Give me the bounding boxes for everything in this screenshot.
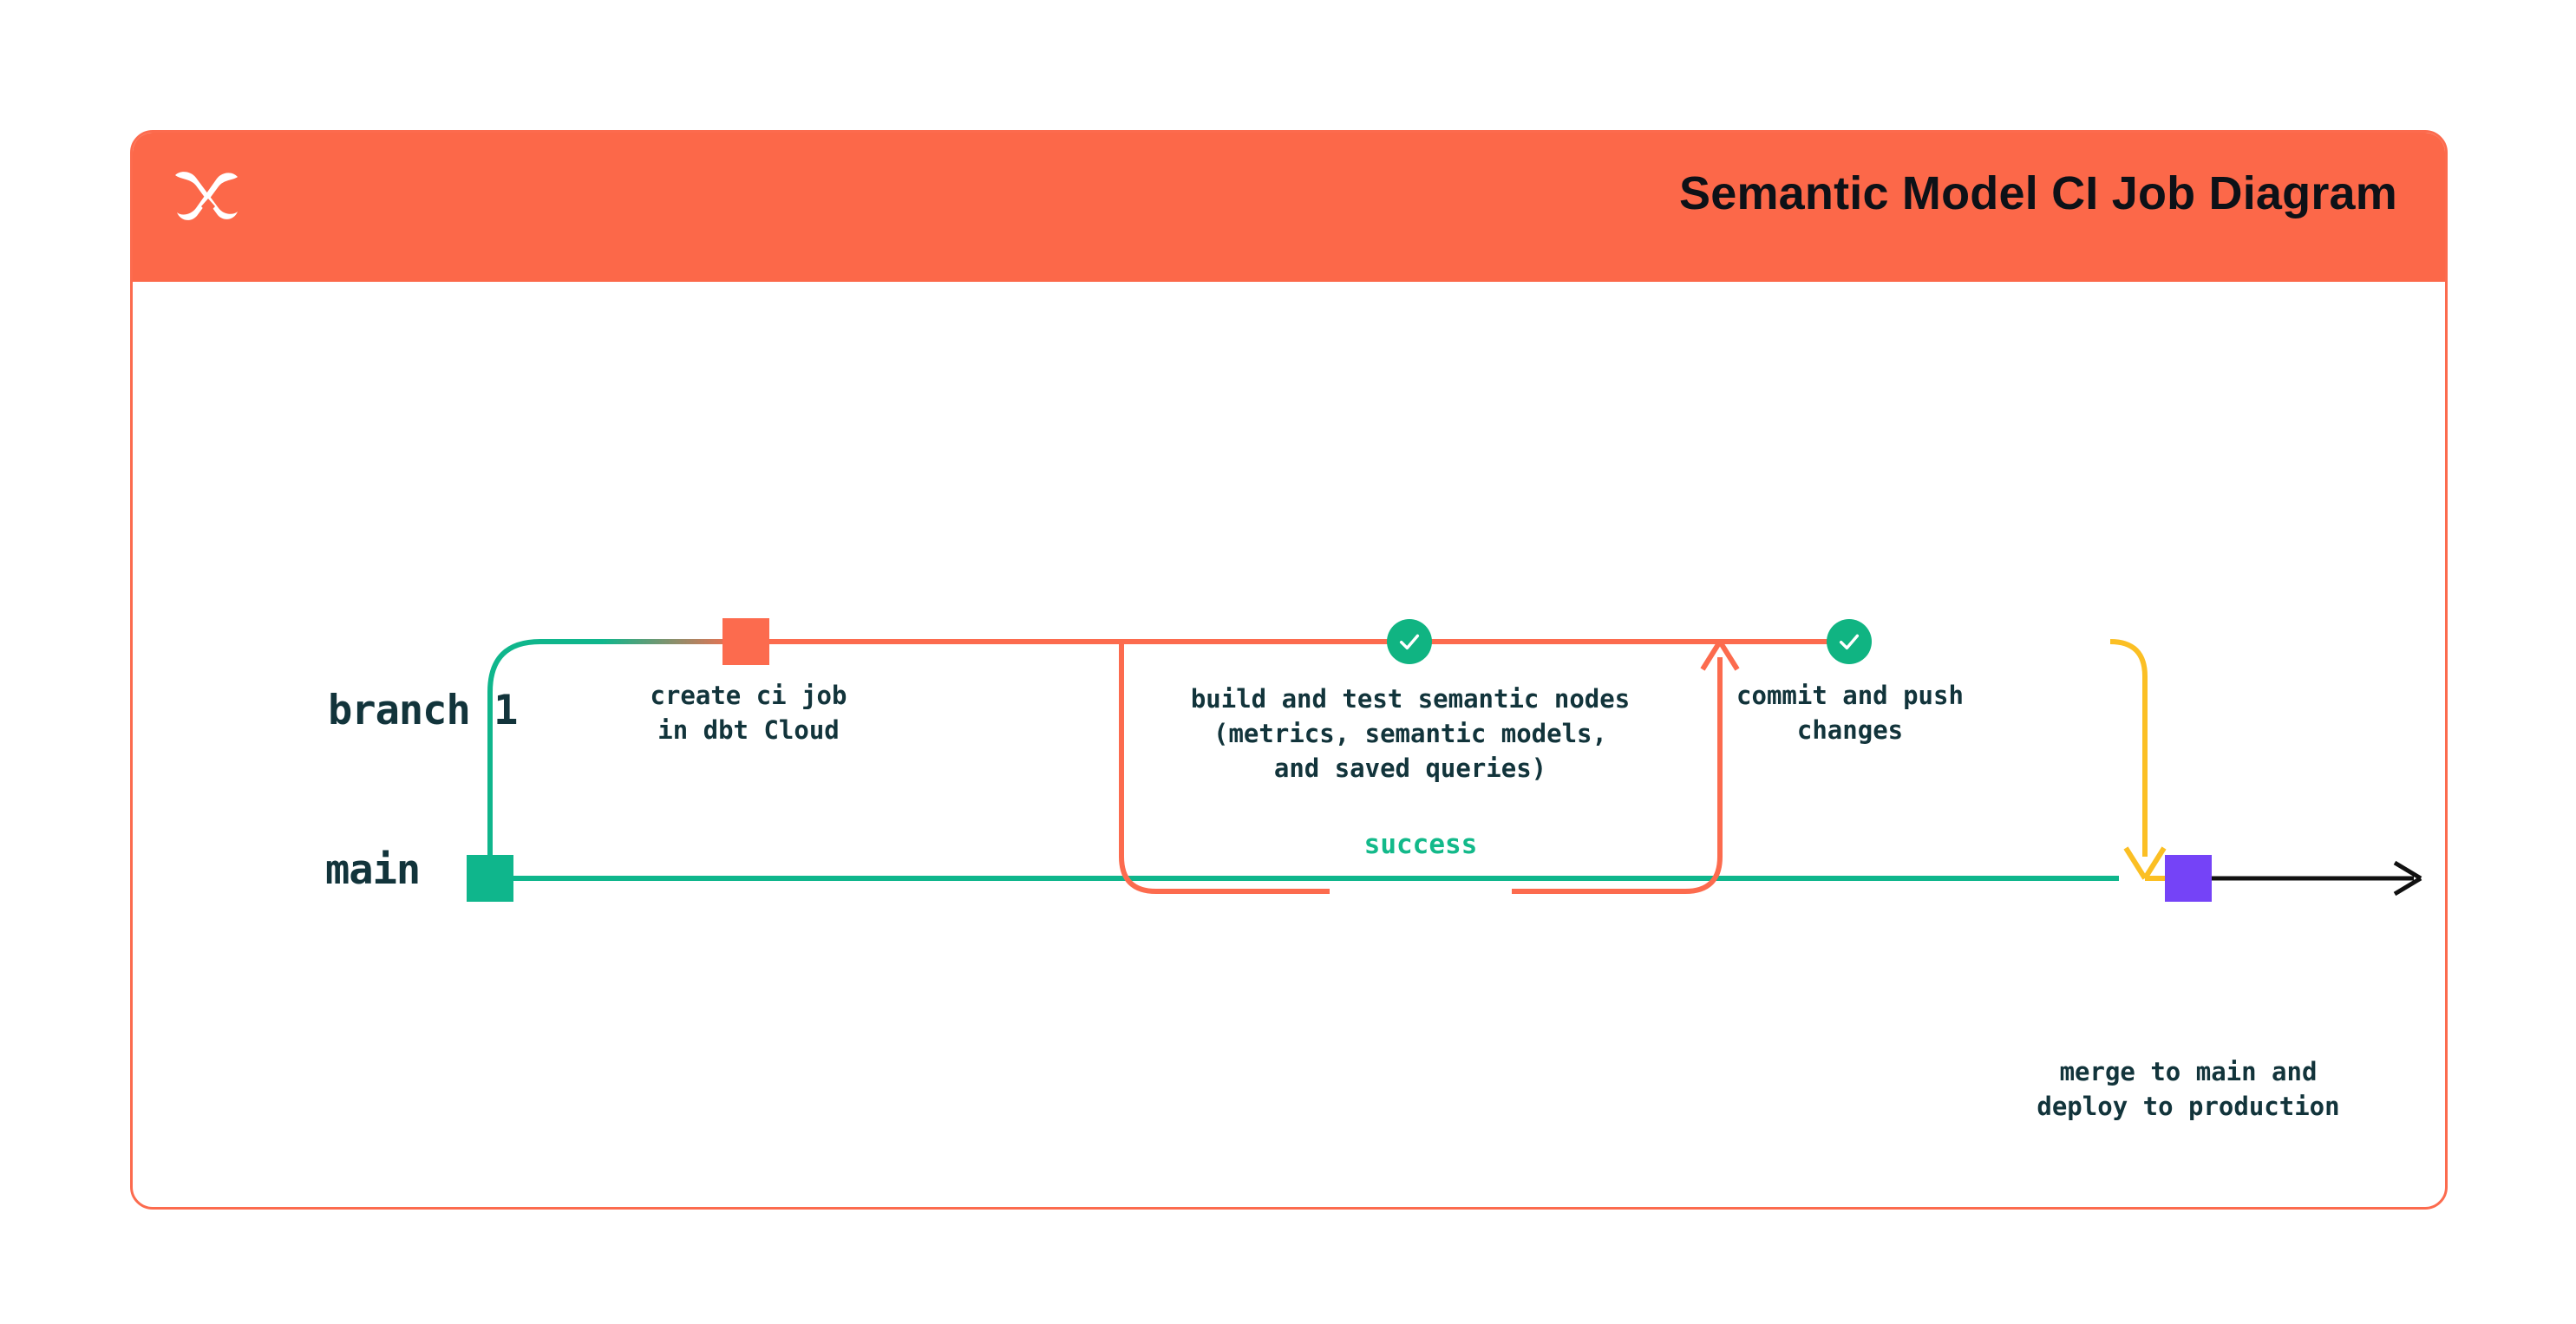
dbt-x-logo-icon (165, 163, 252, 250)
diagram-canvas: branch 1 main create ci job in dbt Cloud… (133, 284, 2445, 1207)
build-and-test-check-icon (1387, 619, 1432, 664)
create-ci-job-marker (722, 618, 769, 665)
success-loop-label: success (1330, 829, 1512, 860)
step-caption-create-ci-job: create ci job in dbt Cloud (650, 681, 847, 746)
main-start-commit-marker (467, 855, 513, 902)
lane-label-branch: branch 1 (328, 687, 518, 734)
card-header: Semantic Model CI Job Diagram (133, 133, 2445, 282)
merge-commit-marker (2165, 855, 2212, 902)
lane-label-main: main (325, 846, 421, 894)
commit-and-push-check-icon (1827, 619, 1872, 664)
step-caption-commit-and-push: commit and push changes (1736, 681, 1964, 746)
merge-down-line (2109, 639, 2148, 857)
merge-arrowhead (2123, 846, 2167, 880)
step-caption-build-and-test: build and test semantic nodes (metrics, … (1190, 684, 1631, 784)
branch-split-line (487, 639, 740, 878)
step-caption-merge-to-main: merge to main and deploy to production (2037, 1057, 2340, 1122)
diagram-card: Semantic Model CI Job Diagram (130, 130, 2448, 1210)
main-continuation-arrowhead (2393, 860, 2422, 897)
success-loop-arrowhead (1700, 640, 1740, 671)
page-title: Semantic Model CI Job Diagram (1679, 167, 2397, 219)
